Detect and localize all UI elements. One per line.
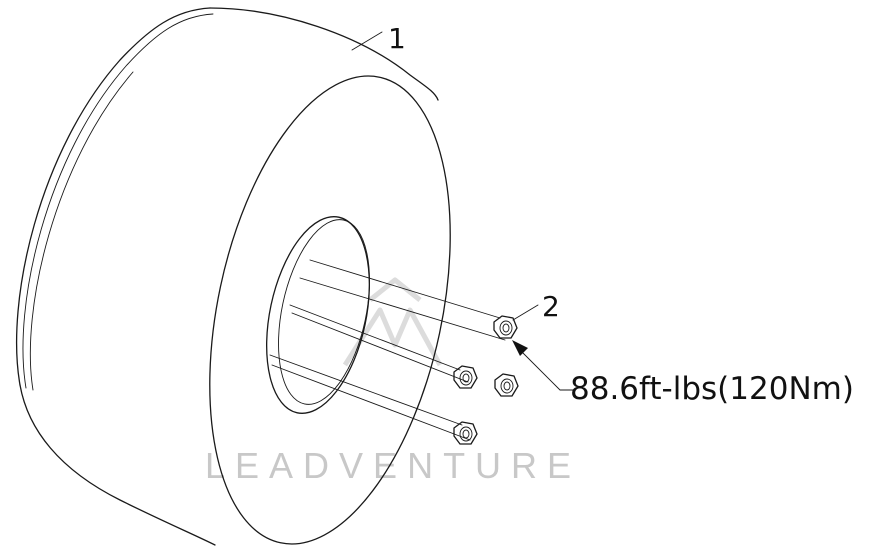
callout-2-leader — [512, 304, 539, 321]
torque-leader — [521, 351, 576, 391]
lug-nut — [453, 365, 478, 389]
lug-nut — [494, 373, 519, 397]
stud-axis-lines — [269, 259, 506, 441]
tire — [15, 7, 451, 546]
lug-nut — [493, 315, 518, 339]
watermark-text: LEADVENTURE — [205, 445, 581, 486]
callout-1-leader — [351, 31, 383, 51]
callout-1-label: 1 — [388, 22, 406, 55]
torque-spec-label: 88.6ft-lbs(120Nm) — [570, 371, 854, 407]
torque-arrow-icon — [512, 340, 528, 356]
lug-nut — [453, 421, 478, 445]
callout-2-label: 2 — [542, 290, 560, 323]
